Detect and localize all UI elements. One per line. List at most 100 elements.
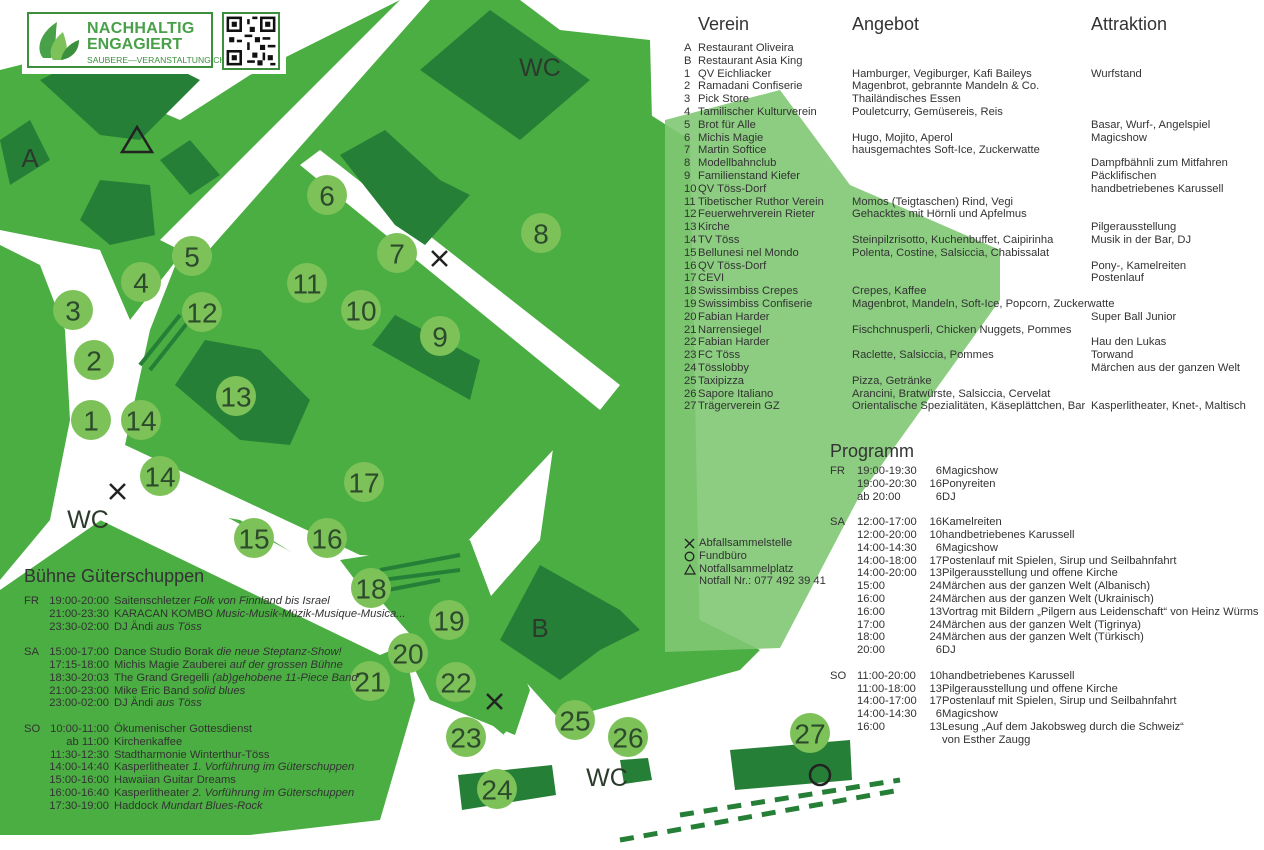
header-angebot: Angebot: [852, 14, 920, 34]
programm-day: SA: [830, 516, 845, 529]
programm-event: Pilgerausstellung und offene Kirche: [942, 682, 1118, 695]
stand-number: 8: [533, 219, 549, 250]
verein-angebot: Pouletcurry, Gemüsereis, Reis: [852, 105, 1003, 118]
stand-marker[interactable]: [307, 175, 347, 215]
building-27: [730, 740, 852, 790]
verein-attraktion: handbetriebenes Karussell: [1091, 182, 1224, 195]
qr-code-icon[interactable]: [222, 12, 280, 70]
stand-marker[interactable]: [446, 717, 486, 757]
programm-event: von Esther Zaugg: [942, 733, 1031, 746]
buehne-time: 21:00-23:30: [49, 607, 109, 620]
verein-angebot: Crepes, Kaffee: [852, 285, 927, 298]
verein-attraktion: Torwand: [1091, 349, 1134, 362]
buehne-act-name: Saitenschletzer: [114, 595, 191, 607]
programm-time: 12:00-17:00: [857, 516, 917, 529]
stand-marker[interactable]: [307, 518, 347, 558]
buehne-time: 17:30-19:00: [49, 799, 109, 812]
stand-marker[interactable]: [388, 633, 428, 673]
stand-marker[interactable]: [216, 376, 256, 416]
verein-attraktion: Pony-, Kamelreiten: [1091, 259, 1187, 272]
stage-building: [457, 685, 513, 735]
verein-id: 16: [684, 259, 697, 272]
stand-marker[interactable]: [555, 700, 595, 740]
buehne-time: 18:30-20:03: [49, 671, 109, 684]
programm-event: Kamelreiten: [942, 516, 1002, 529]
verein-angebot: Gehacktes mit Hörnli und Apfelmus: [852, 208, 1027, 221]
header-buehne: Bühne Güterschuppen: [24, 566, 205, 586]
map-area-west: [0, 245, 70, 580]
programm-stand: 6: [935, 465, 942, 477]
stand-number: 9: [432, 322, 448, 353]
programm-time: 12:00-20:00: [857, 528, 917, 541]
legend-row: Abfallsammelstelle: [684, 537, 844, 550]
buehne-act-name: Stadtharmonie Winterthur-Töss: [114, 748, 270, 761]
verein-id: 20: [684, 310, 697, 323]
verein-name: QV Töss-Dorf: [698, 182, 767, 195]
programm-event: Pilgerausstellung und offene Kirche: [942, 567, 1118, 580]
buehne-act-desc: die neue Steptanz-Show!: [216, 646, 342, 659]
stand-marker[interactable]: [436, 662, 476, 702]
stand-marker[interactable]: [377, 233, 417, 273]
stand-number: 25: [559, 706, 590, 737]
buehne-act-name: Haddock: [114, 799, 159, 812]
stand-marker[interactable]: [344, 462, 384, 502]
stand-marker[interactable]: [121, 400, 161, 440]
stand-marker[interactable]: [351, 568, 391, 608]
header-verein: Verein: [698, 14, 750, 34]
verein-id: 25: [684, 374, 697, 387]
stand-marker[interactable]: [234, 518, 274, 558]
stand-marker[interactable]: [287, 263, 327, 303]
buehne-act-desc: Mundart Blues-Rock: [161, 799, 263, 812]
stand-marker[interactable]: [521, 213, 561, 253]
stand-marker[interactable]: [182, 292, 222, 332]
stand-number: 22: [440, 668, 471, 699]
stand-marker[interactable]: [74, 340, 114, 380]
stand-marker[interactable]: [71, 400, 111, 440]
stand-marker[interactable]: [53, 290, 93, 330]
stand-marker[interactable]: [341, 290, 381, 330]
stand-marker[interactable]: [420, 316, 460, 356]
stand-number: 15: [238, 524, 269, 555]
programm-event: Magicshow: [942, 465, 998, 477]
stand-marker[interactable]: [608, 717, 648, 757]
verein-name: Modellbahnclub: [698, 157, 777, 170]
verein-id: 22: [684, 336, 697, 349]
verein-id: 19: [684, 297, 697, 310]
buehne-act-desc: 1. Vorführung im Güterschuppen: [192, 761, 355, 774]
programm-time: 19:00-19:30: [857, 465, 917, 477]
verein-id: B: [684, 54, 692, 67]
stand-marker[interactable]: [121, 262, 161, 302]
verein-id: A: [684, 42, 692, 54]
verein-attraktion: Märchen aus der ganzen Welt: [1091, 361, 1241, 374]
building-a-side: [0, 120, 50, 185]
programm-time: 11:00-18:00: [857, 682, 916, 695]
logo: NACHHALTIG ENGAGIERT SAUBERE—VERANSTALTU…: [22, 8, 286, 74]
verein-angebot: Steinpilzrisotto, Kuchenbuffet, Caipirin…: [852, 233, 1054, 246]
verein-attraktion: Musik in der Bar, DJ: [1091, 233, 1192, 246]
stand-marker[interactable]: [790, 713, 830, 753]
programm-event: Vortrag mit Bildern „Pilgern aus Leidens…: [942, 605, 1259, 618]
programm-stand: 24: [929, 618, 942, 631]
building-label-a: A: [21, 143, 39, 173]
stand-marker[interactable]: [140, 456, 180, 496]
stand-marker[interactable]: [350, 661, 390, 701]
stand-marker[interactable]: [477, 769, 517, 809]
road-main: [95, 470, 415, 655]
programm-row: von Esther Zaugg: [830, 734, 1260, 747]
verein-id: 21: [684, 323, 697, 336]
verein-name: Sapore Italiano: [698, 387, 774, 400]
stand-marker[interactable]: [172, 236, 212, 276]
stand-marker[interactable]: [429, 600, 469, 640]
